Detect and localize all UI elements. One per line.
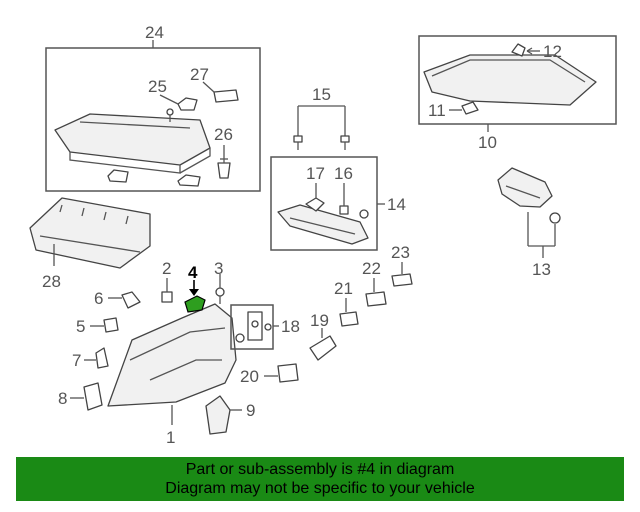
callout-labels: 1 2 3 4 5 6 7 8 9 10 11 12 13 14 15 16 1… xyxy=(42,23,562,447)
callout-25: 25 xyxy=(148,77,167,96)
callout-12: 12 xyxy=(543,42,562,61)
info-banner: Part or sub-assembly is #4 in diagram Di… xyxy=(16,457,624,501)
bracket-18 xyxy=(230,304,279,350)
callout-1: 1 xyxy=(166,428,175,447)
callout-15: 15 xyxy=(312,85,331,104)
callout-27: 27 xyxy=(190,65,209,84)
callout-24: 24 xyxy=(145,23,164,42)
callout-14: 14 xyxy=(387,195,406,214)
callout-22: 22 xyxy=(362,259,381,278)
rear-trim-group xyxy=(270,105,385,251)
callout-13: 13 xyxy=(532,260,551,279)
banner-line-1: Part or sub-assembly is #4 in diagram xyxy=(185,461,455,478)
callout-20: 20 xyxy=(240,367,259,386)
callout-3: 3 xyxy=(214,259,223,278)
callout-23: 23 xyxy=(391,243,410,262)
callout-16: 16 xyxy=(334,164,353,183)
small-parts-left xyxy=(70,274,225,411)
callout-28: 28 xyxy=(42,272,61,291)
callout-21: 21 xyxy=(334,279,353,298)
callout-2: 2 xyxy=(162,259,171,278)
floor-board-group xyxy=(418,35,617,132)
callout-11: 11 xyxy=(428,101,446,120)
callout-6: 6 xyxy=(94,289,103,308)
callout-10: 10 xyxy=(478,133,497,152)
banner-line-2: Diagram may not be specific to your vehi… xyxy=(165,480,475,497)
callout-5: 5 xyxy=(76,317,85,336)
tonneau-cover xyxy=(29,197,151,269)
callout-26: 26 xyxy=(214,125,233,144)
side-bracket-group xyxy=(497,167,561,258)
highlighted-part-4 xyxy=(184,280,206,313)
parts-diagram: 1 2 3 4 5 6 7 8 9 10 11 12 13 14 15 16 1… xyxy=(29,23,617,447)
callout-18: 18 xyxy=(281,317,300,336)
small-parts-right xyxy=(205,262,413,435)
callout-7: 7 xyxy=(72,351,81,370)
callout-8: 8 xyxy=(58,389,67,408)
callout-17: 17 xyxy=(306,164,325,183)
callout-9: 9 xyxy=(246,401,255,420)
callout-4: 4 xyxy=(188,263,198,282)
callout-19: 19 xyxy=(310,311,329,330)
side-trim-panel xyxy=(107,303,237,425)
cargo-cover-group xyxy=(45,40,261,192)
